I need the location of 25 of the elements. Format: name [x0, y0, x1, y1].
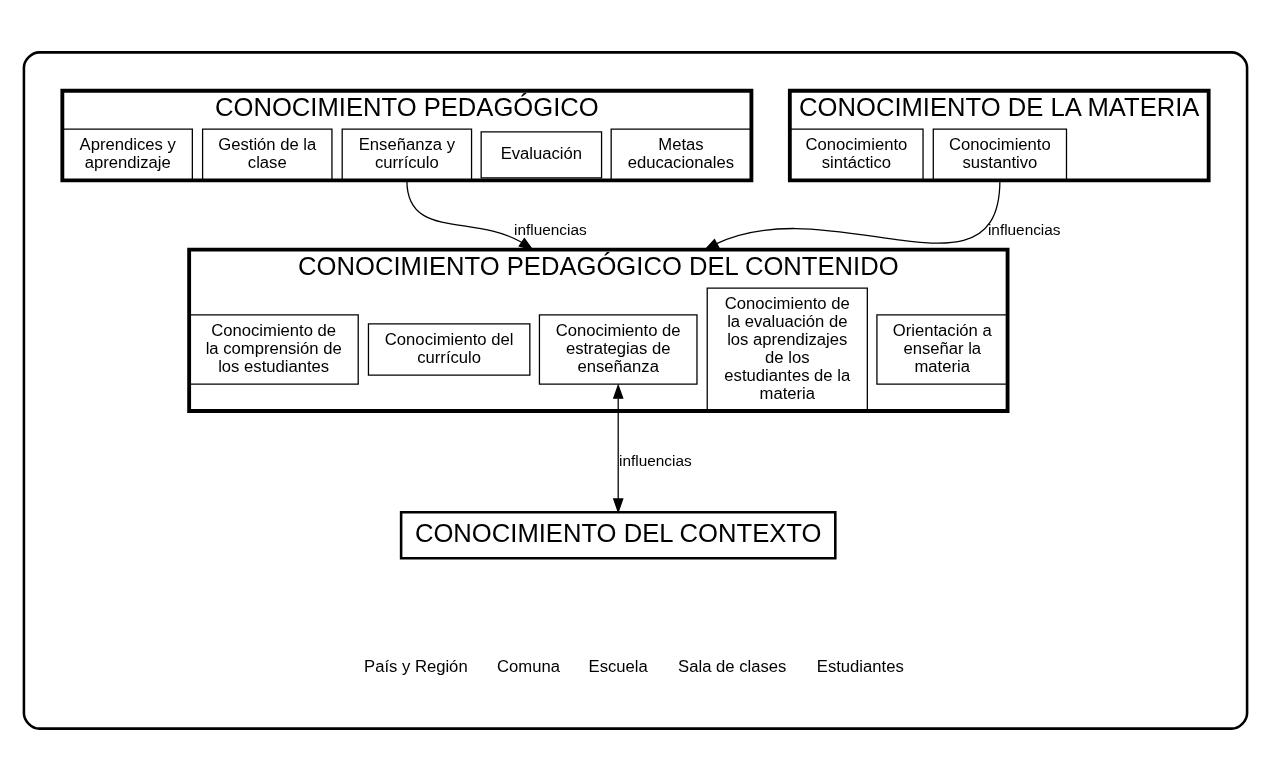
- node-box: Conocimiento de la comprensión de los estudiantes: [188, 313, 359, 385]
- edge-label: influencias: [987, 220, 1061, 238]
- label: Estudiantes: [816, 656, 904, 676]
- node-box: Gestión de la clase: [201, 128, 333, 181]
- cluster: [22, 50, 1249, 730]
- label: Sala de clases: [678, 656, 787, 676]
- arrow: [703, 179, 1001, 251]
- edge-label: influencias: [514, 220, 587, 238]
- node-box: Conocimiento de estrategias de enseñanza: [538, 313, 698, 385]
- node-box: Conocimiento sustantivo: [932, 128, 1068, 181]
- node-box: CONOCIMIENTO DEL CONTEXTO: [399, 510, 837, 560]
- node-box: Orientación a enseñar la materia: [876, 313, 1009, 385]
- node-box: Evaluación: [480, 130, 603, 179]
- arrow: [406, 179, 534, 251]
- node-box: Metas educacionales: [610, 128, 752, 181]
- node-box: Enseñanza y currículo: [341, 128, 473, 181]
- label: Comuna: [497, 656, 561, 676]
- label: Escuela: [588, 656, 648, 676]
- label: País y Región: [364, 656, 468, 676]
- node-box: Conocimiento sintáctico: [789, 128, 924, 181]
- node-box: Conocimiento de la evaluación de los aprendizajes de los estudiantes de la materia: [706, 286, 868, 412]
- arrow: [612, 382, 624, 514]
- edge-label: influencias: [619, 451, 692, 469]
- node-box: Aprendices y aprendizaje: [62, 128, 193, 181]
- node-box: Conocimiento del currículo: [367, 322, 531, 376]
